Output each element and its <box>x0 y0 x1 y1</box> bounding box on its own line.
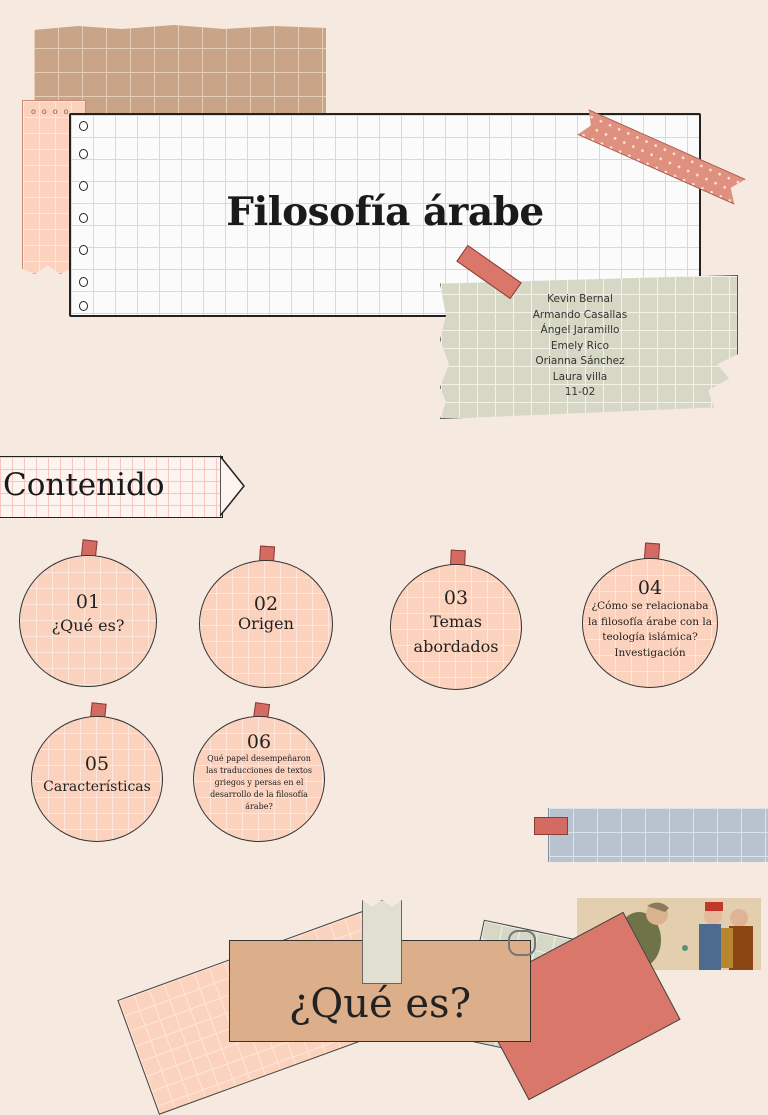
notebook-hole-icon <box>79 277 88 287</box>
section-heading: Contenido <box>3 467 165 503</box>
content-item-01[interactable]: 01 ¿Qué es? <box>19 555 157 687</box>
tag-arrow-icon <box>220 455 245 517</box>
item-number: 01 <box>75 591 101 613</box>
author-name: Emely Rico <box>550 339 610 352</box>
item-label: Qué papel desempeñaron las traducciones … <box>206 754 312 811</box>
content-item-02[interactable]: 02 Origen <box>199 560 333 688</box>
class-group: 11-02 <box>564 386 596 398</box>
content-item-05[interactable]: 05 Características <box>31 716 163 842</box>
section-tag: Contenido <box>0 455 245 518</box>
item-label: Temas abordados <box>413 612 499 656</box>
section-title: ¿Qué es? <box>288 981 472 1027</box>
item-number: 02 <box>253 593 279 615</box>
item-label: Características <box>43 779 151 795</box>
item-number: 04 <box>637 577 663 599</box>
washi-tape-icon <box>534 817 568 835</box>
item-number: 03 <box>443 587 469 609</box>
author-name: Laura villa <box>552 370 608 383</box>
author-name: Kevin Bernal <box>547 293 613 305</box>
notebook-hole-icon <box>79 149 88 159</box>
content-item-04[interactable]: 04 ¿Cómo se relacionaba la filosofía ára… <box>582 558 718 688</box>
item-label: Origen <box>238 614 294 633</box>
item-label: ¿Qué es? <box>51 616 125 635</box>
author-name: Armando Casallas <box>532 308 628 321</box>
item-number: 06 <box>246 731 272 753</box>
notebook-hole-icon <box>79 301 88 311</box>
notebook-hole-icon <box>79 121 88 131</box>
washi-tape-icon <box>362 900 402 984</box>
content-item-06[interactable]: 06 Qué papel desempeñaron las traduccion… <box>193 716 325 842</box>
paper-clip-icon <box>508 930 536 956</box>
content-item-03[interactable]: 03 Temas abordados <box>390 564 522 690</box>
item-number: 05 <box>84 753 110 775</box>
notebook-hole-icon <box>79 213 88 223</box>
notebook-hole-icon <box>79 245 88 255</box>
author-name: Orianna Sánchez <box>535 355 625 367</box>
page-title: Filosofía árabe <box>226 189 544 235</box>
item-label: ¿Cómo se relacionaba la filosofía árabe … <box>588 600 712 659</box>
notebook-hole-icon <box>79 181 88 191</box>
author-name: Ángel Jaramillo <box>540 324 620 336</box>
author-list: Kevin Bernal Armando Casallas Ángel Jara… <box>525 292 635 401</box>
authors-note: Kevin Bernal Armando Casallas Ángel Jara… <box>440 275 738 419</box>
blue-paper-decoration <box>548 808 768 862</box>
